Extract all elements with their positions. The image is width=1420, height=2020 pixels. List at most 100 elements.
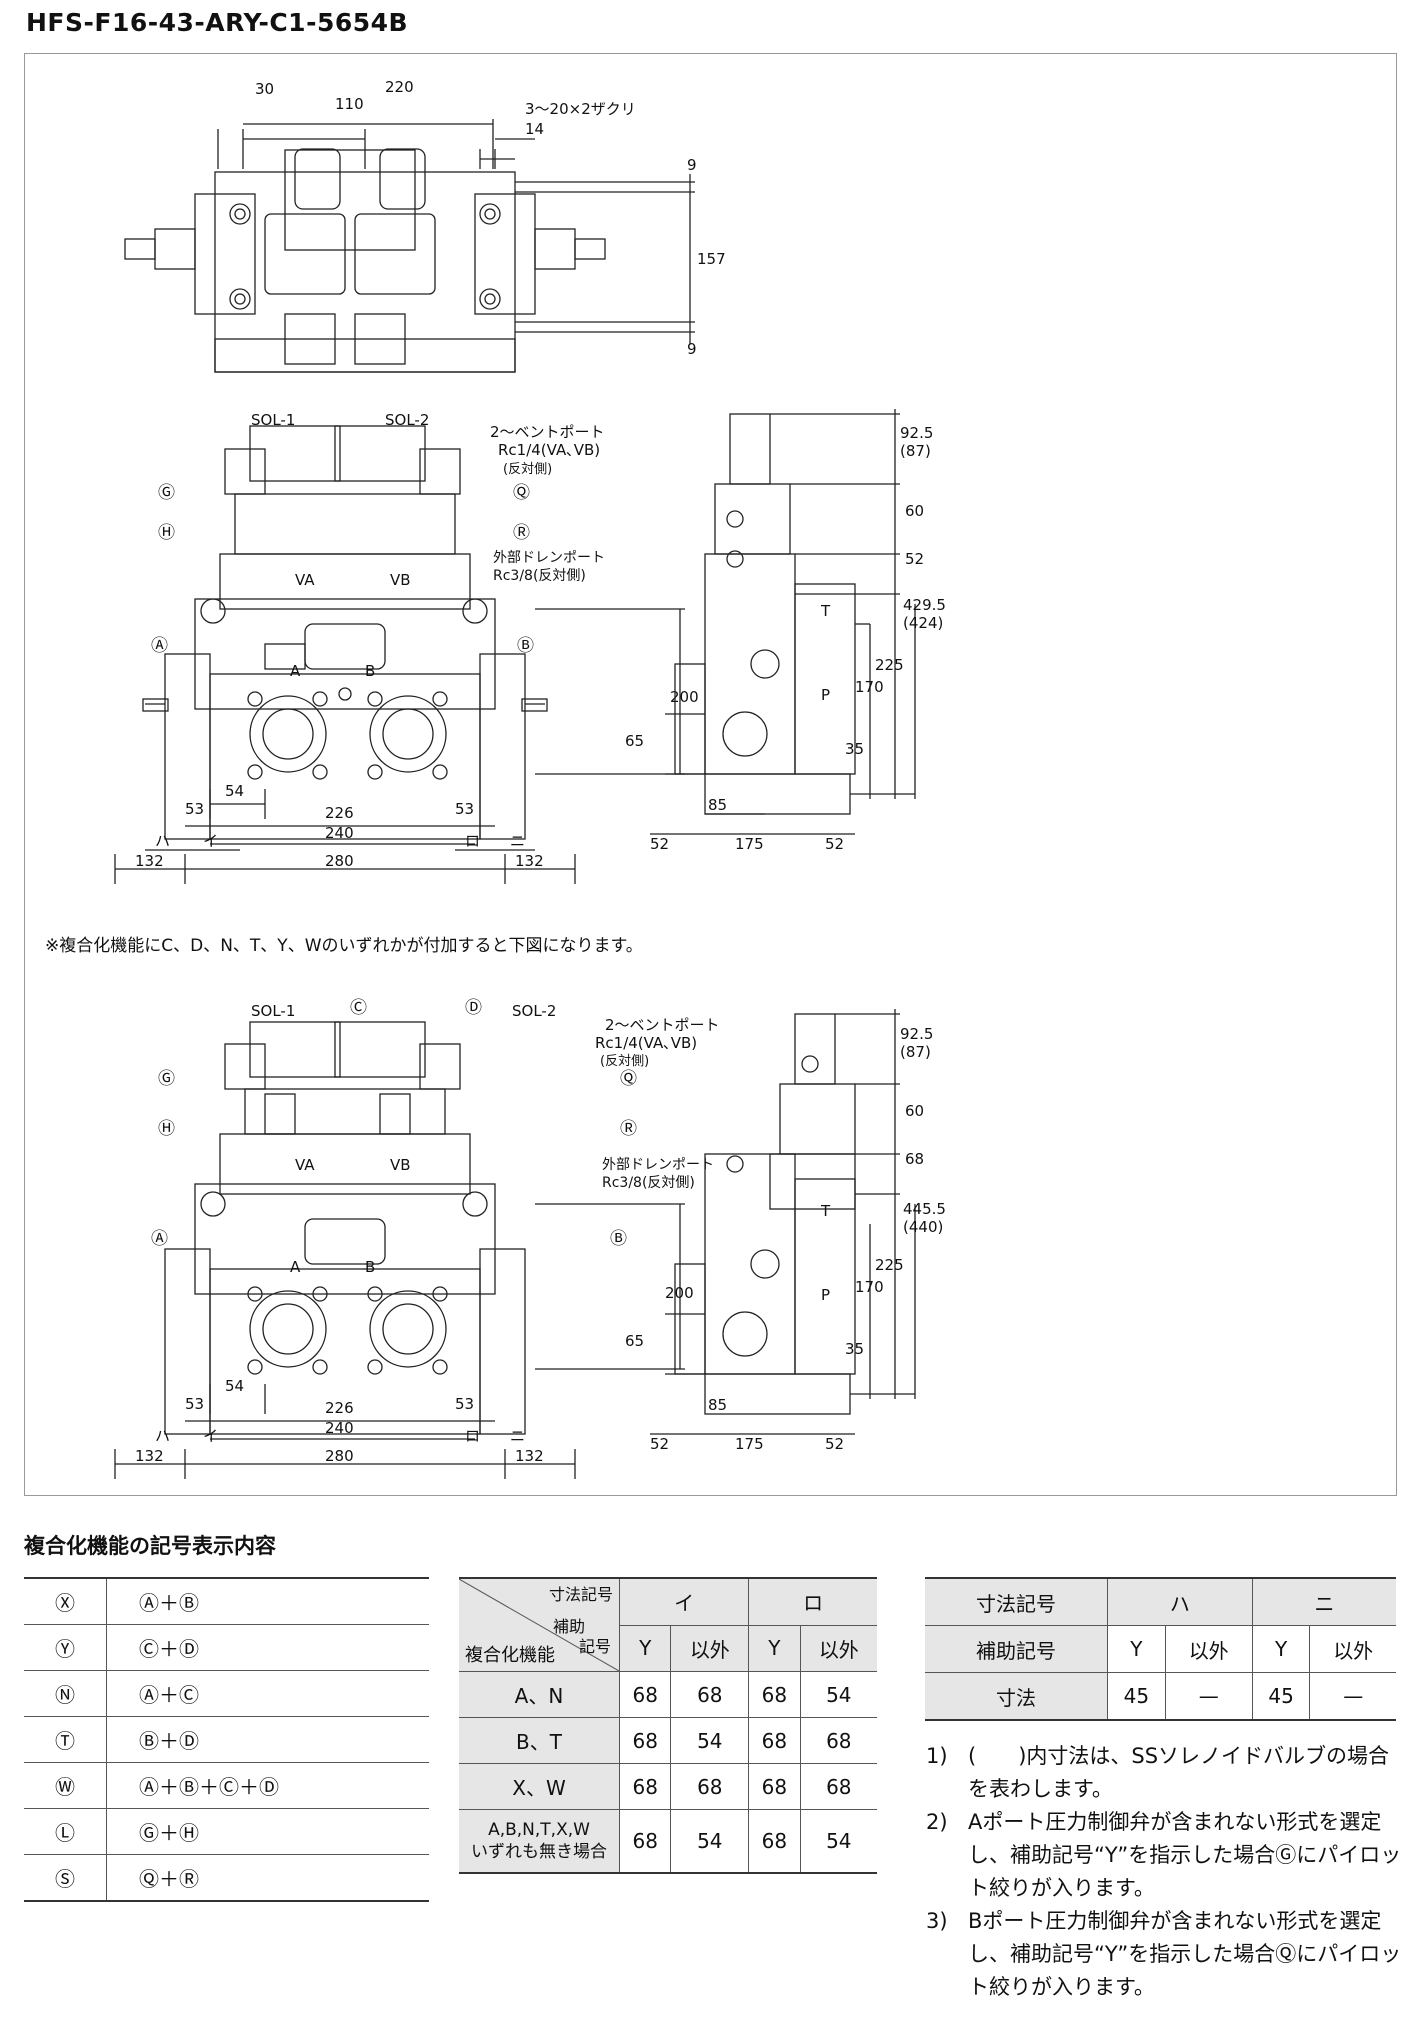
s2-dim-440: (440) [903,1218,943,1236]
mid-note: ※複合化機能にC、D、N、T、Y、Wのいずれかが付加すると下図になります。 [45,936,643,956]
group-ro: ロ [748,1577,877,1626]
vent-port-2b: Rc1/4(VA､VB) [595,1034,697,1052]
f2-dim-ro: ロ [465,1427,480,1445]
header-aux-symbol: 補助記号 [925,1625,1108,1673]
vent-port-1b: Rc1/4(VA､VB) [498,441,600,459]
f2-dim-240: 240 [325,1419,354,1437]
cell: 68 [670,1763,750,1810]
table-row: B、T 68 54 68 68 [459,1717,877,1764]
f1-dim-ni: ニ [510,832,525,850]
marker-q-2: Ⓠ [620,1069,637,1089]
side-view-2: 92.5 (87) 60 68 445.5 (440) 225 170 35 6… [625,1009,946,1453]
corner-label-b: 補助 [552,1617,585,1636]
corner-label-d: 複合化機能 [465,1645,555,1666]
sub-y: Y [748,1624,801,1672]
f2-dim-i: イ [203,1427,218,1445]
f2-dim-280: 280 [325,1447,354,1465]
drain-port-1a: 外部ドレンポート [493,550,605,566]
s1-dim-35: 35 [845,740,864,758]
dimension-table-ha-ni: 寸法記号 ハ ニ 補助記号 Y 以外 Y 以外 寸法 45 — 45 — [925,1577,1396,1721]
drawing-frame: 30 220 110 3～20×2ザクリ 14 9 157 9 [24,53,1397,1496]
cell: 68 [748,1809,801,1874]
drawing-svg: 30 220 110 3～20×2ザクリ 14 9 157 9 [45,78,946,1479]
row-label-line1: A,B,N,T,X,W [488,1820,590,1840]
top-dim-110: 110 [335,95,364,113]
f1-dim-ha: ハ [155,832,170,850]
header-dimension: 寸法 [925,1672,1108,1721]
sub-y: Y [1107,1625,1166,1673]
corner-label-a: 寸法記号 [548,1585,613,1604]
f1-dim-53a: 53 [185,800,204,818]
s1-port-p: P [821,686,830,704]
group-ha: ハ [1107,1577,1253,1626]
side-view-1: 92.5 (87) 60 52 429.5 (424) 225 170 35 6… [625,409,946,853]
f2-dim-200: 200 [665,1284,694,1302]
s1-dim-92-5: 92.5 [900,424,933,442]
s2-dim-445-5: 445.5 [903,1200,946,1218]
front-view-2: SOL-1 SOL-2 Ⓒ Ⓓ 2～ベントポート Rc1/4(VA､VB) (反… [114,998,720,1479]
f1-dim-280: 280 [325,852,354,870]
cell: — [1164,1672,1253,1721]
port-b-2: B [365,1258,375,1276]
port-vb-2: VB [390,1156,411,1174]
s2-dim-175: 175 [735,1435,764,1453]
s1-port-t: T [820,602,831,620]
vent-port-1a: 2～ベントポート [490,423,605,441]
sub-y: Y [619,1624,672,1672]
top-dim-14: 14 [525,120,544,138]
top-dim-30: 30 [255,80,274,98]
s2-dim-52a: 52 [650,1435,669,1453]
s1-dim-52: 52 [905,550,924,568]
f1-dim-54: 54 [225,782,244,800]
top-dim-157: 157 [697,250,726,268]
cell: 68 [748,1671,801,1718]
drain-port-1b: Rc3/8(反対側) [493,568,586,584]
f2-dim-132a: 132 [135,1447,164,1465]
cell: 68 [748,1763,801,1810]
vent-port-1c: (反対側) [503,462,552,477]
cell: 54 [670,1717,750,1764]
func-code: Ⓢ [24,1854,107,1902]
s2-dim-60: 60 [905,1102,924,1120]
cell: — [1309,1672,1396,1721]
note-number: 2) [926,1810,948,1834]
drain-port-2a: 外部ドレンポート [602,1157,714,1173]
func-code: Ⓧ [24,1577,107,1625]
s1-dim-52a: 52 [650,835,669,853]
marker-h-2: Ⓗ [158,1119,175,1139]
marker-h-1: Ⓗ [158,523,175,543]
f2-dim-ni: ニ [510,1427,525,1445]
cell: 54 [799,1809,877,1874]
s1-dim-87: (87) [900,442,931,460]
func-code: Ⓦ [24,1762,107,1809]
row-label-line2: いずれも無き場合 [471,1842,607,1862]
s2-port-t: T [820,1202,831,1220]
marker-b-2: Ⓑ [610,1229,627,1249]
row-label: X、W [459,1763,620,1810]
cell: 68 [748,1717,801,1764]
group-i: イ [618,1577,750,1626]
cell: 45 [1107,1672,1166,1721]
f1-dim-240: 240 [325,824,354,842]
note-number: 1) [926,1744,948,1768]
cell: 68 [618,1809,672,1874]
front-view-1: SOL-1 SOL-2 2～ベントポート Rc1/4(VA､VB) (反対側) … [114,411,699,884]
f2-dim-53a: 53 [185,1395,204,1413]
port-b-1: B [365,662,375,680]
func-combo: Ⓖ＋Ⓗ [106,1808,429,1855]
vent-port-2c: (反対側) [600,1054,649,1069]
drain-port-2b: Rc3/8(反対側) [602,1175,695,1191]
func-combo: Ⓠ＋Ⓡ [106,1854,429,1902]
func-combo: Ⓐ＋Ⓑ＋Ⓒ＋Ⓓ [106,1762,429,1809]
marker-c-2: Ⓒ [350,998,367,1018]
cell: 68 [618,1763,672,1810]
func-combo: Ⓒ＋Ⓓ [106,1624,429,1671]
s2-dim-225: 225 [875,1256,904,1274]
note-text: Aポート圧力制御弁が含まれない形式を選定し、補助記号“Y”を指示した場合Ⓖにパイ… [968,1810,1402,1900]
marker-g-2: Ⓖ [158,1069,175,1089]
port-va-1: VA [295,571,315,589]
f2-dim-ha: ハ [155,1427,170,1445]
